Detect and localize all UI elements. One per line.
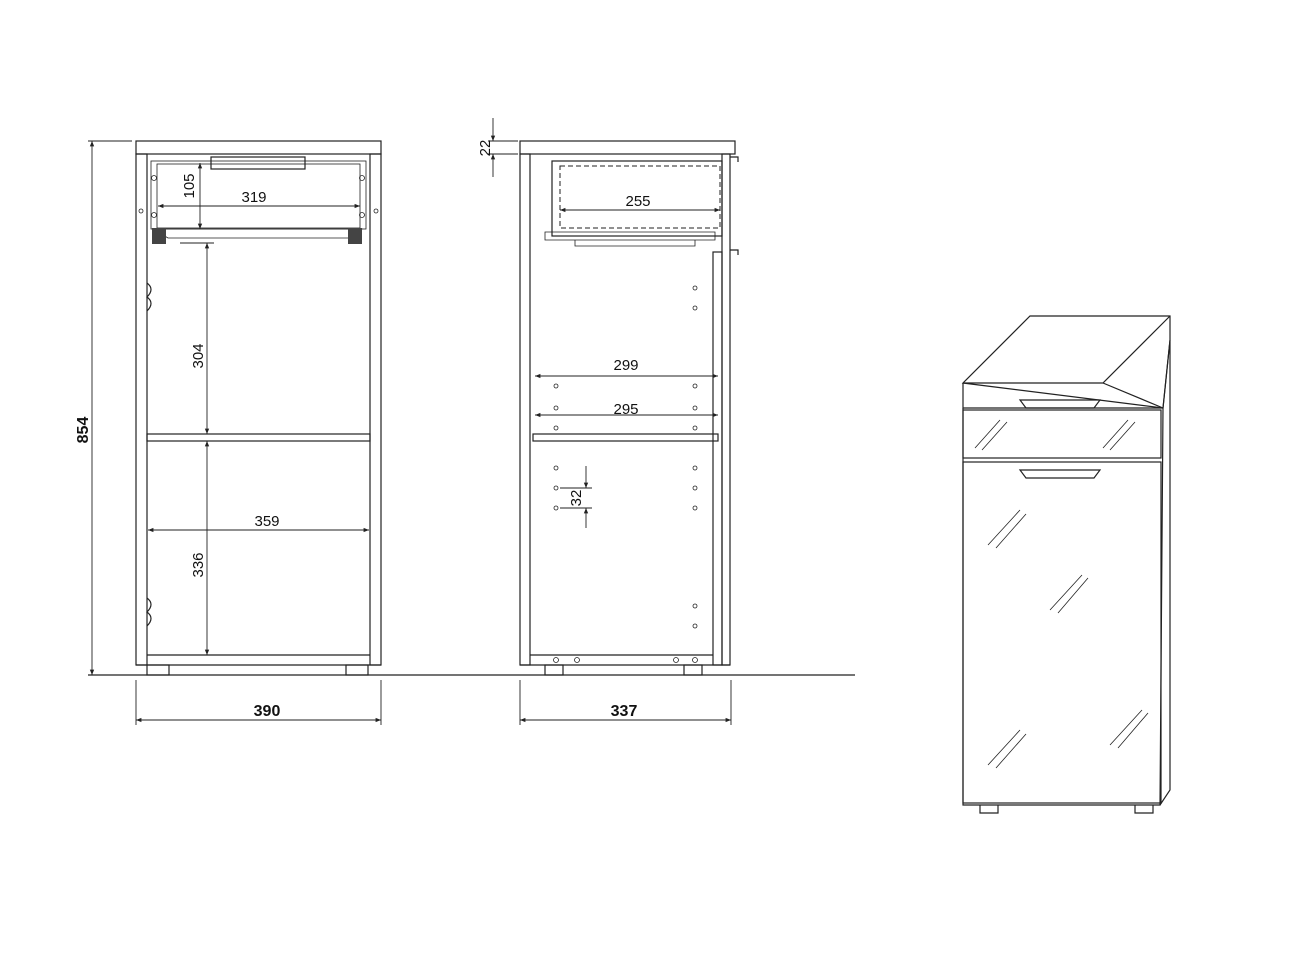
- dim-inner-width: 359: [254, 513, 279, 530]
- dim-shelf-depth: 295: [613, 401, 638, 418]
- dim-total-depth: 337: [611, 703, 638, 720]
- dim-total-height: 854: [75, 417, 92, 444]
- dim-drawer-depth: 255: [625, 193, 650, 210]
- dim-lower-compartment: 336: [190, 552, 207, 577]
- dim-hole-spacing: 32: [568, 490, 585, 507]
- front-view: 854 105 319 304 359 336 390: [75, 140, 382, 725]
- dim-top-thickness: 22: [477, 140, 494, 157]
- dim-drawer-height: 105: [181, 173, 198, 198]
- dim-inner-depth: 299: [613, 357, 638, 374]
- dim-total-width: 390: [254, 703, 281, 720]
- dim-upper-compartment: 304: [190, 343, 207, 368]
- side-view: 22 255 299 295 32 337: [477, 118, 739, 725]
- perspective-view: [961, 315, 1171, 814]
- dim-drawer-width: 319: [241, 189, 266, 206]
